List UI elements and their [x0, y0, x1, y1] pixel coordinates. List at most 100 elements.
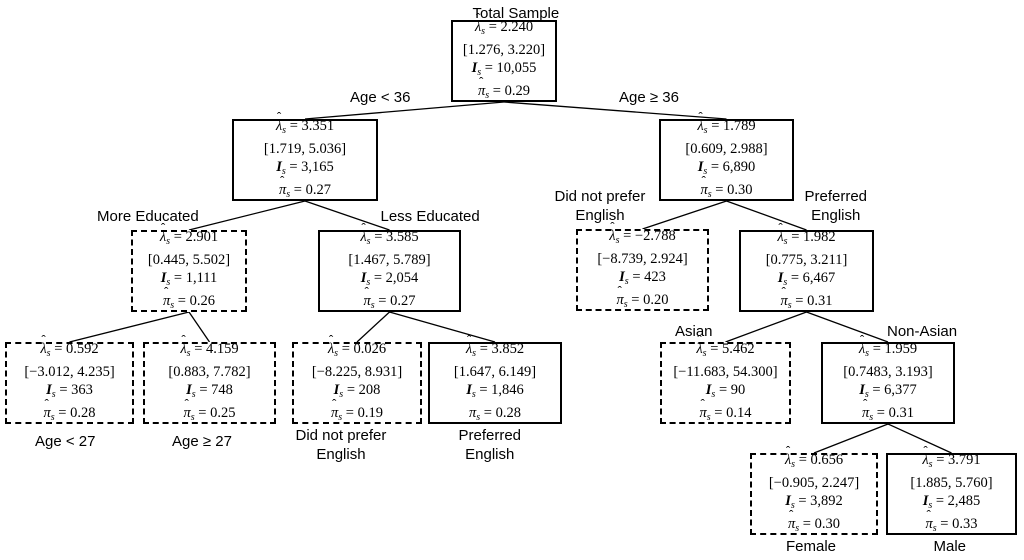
node-pi: πs = 0.25	[184, 395, 236, 427]
node-interval: [0.883, 7.782]	[168, 363, 251, 380]
node-lambda: λs = 3.585	[360, 219, 418, 251]
node-age_ge_27: λs = 4.159[0.883, 7.782]Is = 748πs = 0.2…	[143, 331, 276, 427]
edge-more_educated-to-age_lt_27	[69, 311, 190, 343]
node-size: Is = 2,485	[922, 492, 981, 511]
node-size: Is = 423	[619, 268, 666, 287]
node-pref_english_36: λs = 1.982[0.775, 3.211]Is = 6,467πs = 0…	[739, 219, 874, 315]
label-less-educated: Less Educated	[380, 208, 480, 225]
edge-less_educated-to-pref_english_le	[389, 311, 496, 343]
edge-pref_english_36-to-asian	[725, 311, 807, 343]
node-age_ge_36: λs = 1.789[0.609, 2.988]Is = 6,890πs = 0…	[659, 108, 794, 204]
node-lambda: λs = 0.026	[328, 331, 386, 363]
edge-less_educated-to-no_english_le	[356, 311, 390, 343]
node-age_lt_27: λs = 0.592[−3.012, 4.235]Is = 363πs = 0.…	[5, 331, 134, 427]
label-age-lt-36: Age < 36	[350, 89, 411, 106]
node-lambda: λs = 3.791	[922, 442, 980, 474]
edge-non_asian-to-male	[887, 423, 952, 454]
node-interval: [1.885, 5.760]	[910, 474, 993, 491]
edge-pref_english_36-to-non_asian	[806, 311, 889, 343]
node-interval: [−0.905, 2.247]	[768, 474, 860, 491]
label-male: Male	[933, 538, 967, 555]
node-pi: πs = 0.27	[364, 283, 416, 315]
label-more-educated: More Educated	[97, 208, 199, 225]
node-pi: πs = 0.28	[44, 395, 96, 427]
node-interval: [−11.683, 54.300]	[673, 363, 778, 380]
node-pi: πs = 0.20	[617, 282, 669, 314]
node-pi: πs = 0.27	[279, 172, 331, 204]
edge-root-to-age_ge_36	[503, 101, 727, 120]
node-interval: [1.276, 3.220]	[462, 41, 546, 58]
node-asian: λs = 5.462[−11.683, 54.300]Is = 90πs = 0…	[660, 331, 791, 427]
node-lambda: λs = 1.959	[859, 331, 917, 363]
label-asian: Asian	[675, 323, 713, 340]
edge-age_ge_36-to-no_english_36	[642, 200, 727, 230]
edge-age_ge_36-to-pref_english_36	[726, 200, 807, 231]
node-size: Is = 2,054	[360, 269, 419, 288]
node-interval: [0.775, 3.211]	[765, 251, 848, 268]
node-size: Is = 208	[333, 381, 381, 400]
edge-age_lt_36-to-more_educated	[188, 200, 306, 231]
node-pi: πs = 0.26	[163, 283, 215, 315]
label-age-ge-36: Age ≥ 36	[619, 89, 679, 106]
node-interval: [0.609, 2.988]	[685, 140, 768, 157]
node-lambda: λs = 2.240	[475, 9, 533, 41]
node-pi: πs = 0.30	[701, 172, 753, 204]
node-interval: [0.445, 5.502]	[147, 251, 231, 268]
node-no_english_le: λs = 0.026[−8.225, 8.931]Is = 208πs = 0.…	[292, 331, 422, 427]
node-pi: πs = 0.30	[788, 506, 840, 538]
node-size: Is = 3,892	[785, 492, 843, 511]
node-pi: πs = 0.33	[926, 506, 978, 538]
node-lambda: λs = 2.901	[160, 219, 218, 251]
edge-root-to-age_lt_36	[304, 101, 505, 120]
node-lambda: λs = 0.656	[785, 442, 843, 474]
node-pi: πs = 0.28	[469, 404, 521, 423]
node-size: Is = 3,165	[276, 158, 334, 177]
node-lambda: λs = 4.159	[180, 331, 238, 363]
node-pi: πs = 0.29	[478, 73, 530, 105]
node-interval: [1.647, 6.149]	[453, 363, 537, 380]
node-male: λs = 3.791[1.885, 5.760]Is = 2,485πs = 0…	[886, 442, 1017, 538]
label-female: Female	[786, 538, 837, 555]
node-size: Is = 363	[46, 381, 93, 400]
node-lambda: λs = 5.462	[696, 331, 754, 363]
node-lambda: λs = 1.982	[777, 219, 835, 251]
edge-age_lt_36-to-less_educated	[304, 200, 390, 231]
node-pi: πs = 0.19	[331, 395, 383, 427]
node-interval: [1.467, 5.789]	[348, 251, 431, 268]
node-interval: [−8.739, 2.924]	[597, 250, 688, 267]
node-size: Is = 6,377	[859, 381, 917, 400]
node-size: Is = 1,111	[160, 269, 218, 288]
node-less_educated: λs = 3.585[1.467, 5.789]Is = 2,054πs = 0…	[318, 219, 461, 315]
node-size: Is = 1,846	[466, 381, 524, 400]
node-lambda: λs = 3.351	[276, 108, 334, 140]
edge-more_educated-to-age_ge_27	[188, 311, 211, 343]
label-age-lt-27: Age < 27	[35, 433, 96, 450]
node-lambda: λs = 0.592	[40, 331, 98, 363]
node-female: λs = 0.656[−0.905, 2.247]Is = 3,892πs = …	[750, 442, 878, 538]
node-age_lt_36: λs = 3.351[1.719, 5.036]Is = 3,165πs = 0…	[232, 108, 378, 204]
node-interval: [−3.012, 4.235]	[24, 363, 115, 380]
label-non-asian: Non-Asian	[887, 323, 958, 340]
node-non_asian: λs = 1.959[0.7483, 3.193]Is = 6,377πs = …	[821, 331, 955, 427]
label-age-ge-27: Age ≥ 27	[172, 433, 232, 450]
node-more_educated: λs = 2.901[0.445, 5.502]Is = 1,111πs = 0…	[131, 219, 247, 315]
node-size: Is = 6,467	[777, 269, 836, 288]
node-pi: πs = 0.31	[781, 283, 833, 315]
node-pi: πs = 0.31	[862, 395, 914, 427]
node-size: Is = 6,890	[697, 158, 756, 177]
node-root: λs = 2.240[1.276, 3.220]Is = 10,055πs = …	[451, 9, 557, 105]
node-size: Is = 90	[705, 381, 746, 400]
node-size: Is = 748	[186, 381, 233, 400]
node-pi: πs = 0.14	[700, 395, 752, 427]
edge-non_asian-to-female	[813, 423, 889, 454]
node-lambda: λs = −2.788	[609, 218, 675, 250]
node-no_english_36: λs = −2.788[−8.739, 2.924]Is = 423πs = 0…	[576, 218, 709, 314]
node-interval: [0.7483, 3.193]	[843, 363, 933, 380]
node-interval: [−8.225, 8.931]	[311, 363, 403, 380]
